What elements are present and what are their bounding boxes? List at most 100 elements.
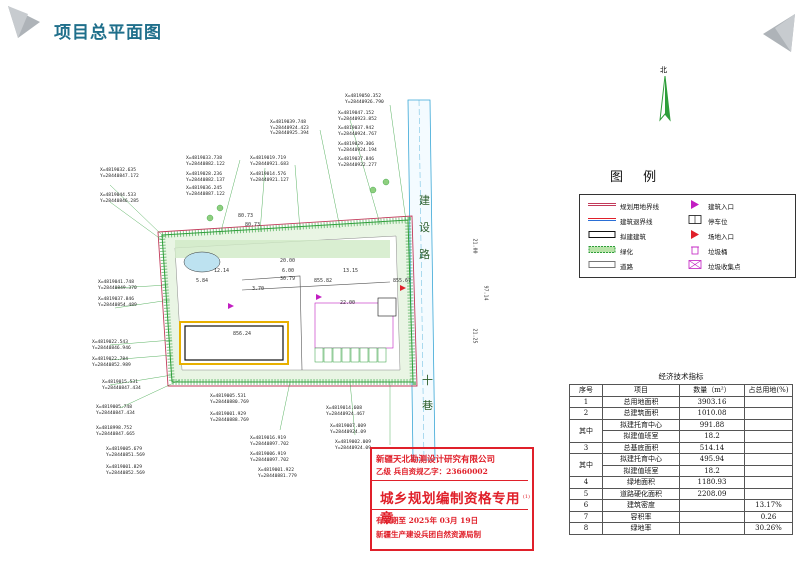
coord-label: X=4819022.543 Y=28440846.946 — [92, 340, 131, 351]
coord-label: X=4819015.531 Y=28440847.434 — [102, 380, 141, 391]
legend-label: 拟建建筑 — [620, 233, 646, 241]
dimension-label: 856.24 — [233, 331, 252, 337]
coord-label: X=4819032.635 Y=28440847.172 — [100, 168, 139, 179]
site-entrance-icon — [691, 230, 699, 239]
coord-label: X=4819037.846 Y=28440922.277 — [338, 157, 377, 168]
dimension-label: 855.67 — [393, 278, 412, 284]
coord-label: X=4819005.679 Y=28440851.569 — [106, 447, 145, 458]
qualification-stamp: 新疆天北勘测设计研究有限公司 乙级 兵自资规乙字：23660002 城乡规划编制… — [370, 447, 534, 551]
legend-label: 绿化 — [620, 248, 633, 256]
road-label-2: 设 — [419, 221, 430, 234]
dimension-label: 30.79 — [280, 276, 296, 282]
legend-label: 建筑退界线 — [620, 218, 653, 226]
table-caption: 经济技术指标 — [658, 371, 704, 381]
coord-label: X=4819006.919 Y=28440897.702 — [250, 452, 289, 463]
building-icon — [588, 231, 616, 238]
coord-label: X=4819016.919 Y=28440897.702 — [250, 436, 289, 447]
dimension-label: 21.00 — [471, 238, 478, 254]
corner-decoration-left — [8, 6, 40, 38]
dimension-label: 3.70 — [252, 286, 265, 292]
stamp-validity: 有效期至 2025年 03月 19日 — [376, 516, 479, 525]
stamp-issuer: 新疆生产建设兵团自然资源局制 — [376, 530, 481, 539]
dimension-label: 80.73 — [245, 222, 261, 228]
alley-label-1: 十 — [422, 374, 433, 387]
page-title: 项目总平面图 — [54, 23, 162, 43]
legend: 规划用地界线 建筑退界线 拟建建筑 绿化 道路 建筑入口 停车位 场地入口 垃圾… — [579, 194, 796, 278]
dimension-label: 6.00 — [282, 268, 295, 274]
coord-label: X=4819037.942 Y=28440924.767 — [338, 126, 377, 137]
coord-label: X=4819001.829 Y=28440852.569 — [106, 465, 145, 476]
table-header: 数量（m²） — [679, 384, 745, 397]
dimension-label: 22.00 — [340, 300, 356, 306]
coord-label: X=4819041.748 Y=28440849.370 — [98, 280, 137, 291]
legend-label: 建筑入口 — [708, 203, 734, 211]
coord-label: X=4819033.738 Y=28440882.122 — [186, 156, 225, 167]
coord-label: X=4819005.748 Y=28440847.434 — [96, 405, 135, 416]
table-header: 项目 — [602, 384, 680, 397]
north-arrow-icon — [659, 75, 671, 122]
road-label-3: 路 — [419, 248, 430, 261]
road-label-1: 建 — [419, 194, 430, 207]
dimension-label: 5.84 — [196, 278, 209, 284]
stamp-corner: (1) — [522, 494, 530, 500]
coord-label: X=4819036.245 Y=28440887.122 — [186, 186, 225, 197]
alley-label-2: 巷 — [422, 399, 433, 412]
coord-label: X=4819047.152 Y=28440923.852 — [338, 111, 377, 122]
coord-label: X=4819039.748 Y=28440924.423 Y=28440925.… — [270, 120, 309, 137]
coord-label: X=4819029.306 Y=28440924.194 — [338, 142, 377, 153]
table-header: 占总用地(%) — [744, 384, 793, 397]
dimension-label: 12.14 — [214, 268, 230, 274]
stamp-main: 城乡规划编制资格专用章 — [380, 491, 520, 527]
garbage-point-icon — [688, 260, 702, 269]
legend-label: 停车位 — [708, 218, 728, 226]
setback-line-icon — [588, 218, 616, 221]
dimension-label: 13.15 — [343, 268, 359, 274]
coord-label: X=4819014.608 Y=28440924.467 — [326, 406, 365, 417]
legend-label: 规划用地界线 — [620, 203, 659, 211]
table-header: 序号 — [569, 384, 603, 397]
stamp-org: 新疆天北勘测设计研究有限公司 — [376, 455, 496, 465]
greenery-icon — [588, 246, 616, 253]
trash-bin-icon — [691, 246, 699, 255]
legend-label: 道路 — [620, 263, 633, 271]
coord-label: X=4819050.352 Y=28440926.790 — [345, 94, 384, 105]
coord-label: X=4819037.846 Y=28440854.489 — [98, 297, 137, 308]
coord-label: X=4819002.009 Y=28440924.09 — [335, 440, 371, 451]
site-plan — [109, 99, 436, 461]
coord-label: X=4819001.929 Y=28440888.769 — [210, 412, 249, 423]
coord-label: X=4819005.531 Y=28440880.769 — [210, 394, 249, 405]
coord-label: X=4819022.784 Y=28440852.989 — [92, 357, 131, 368]
road-icon — [588, 261, 616, 268]
coord-label: X=4819014.576 Y=28440921.127 — [250, 172, 289, 183]
legend-label: 垃圾桶 — [708, 248, 728, 256]
coord-label: X=4819007.009 Y=28440924.09 — [330, 424, 366, 435]
corner-decoration-right — [763, 14, 795, 52]
legend-title: 图 例 — [610, 170, 665, 185]
north-label: 北 — [660, 66, 667, 74]
dimension-label: 21.25 — [471, 328, 478, 344]
legend-label: 垃圾收集点 — [708, 263, 741, 271]
coord-label: X=4819044.533 Y=28440846.285 — [100, 193, 139, 204]
parking-icon — [688, 215, 702, 224]
coord-label: X=4819019.719 Y=28440921.683 — [250, 156, 289, 167]
dimension-label: 20.00 — [280, 258, 296, 264]
dimension-label: 97.14 — [482, 285, 489, 301]
stamp-cert: 乙级 兵自资规乙字：23660002 — [376, 467, 488, 476]
planning-line-icon — [588, 203, 616, 206]
building-entrance-icon — [691, 200, 699, 209]
coord-label: X=4819028.236 Y=28440882.137 — [186, 172, 225, 183]
legend-label: 场地入口 — [708, 233, 734, 241]
dimension-label: 855.82 — [314, 278, 333, 284]
